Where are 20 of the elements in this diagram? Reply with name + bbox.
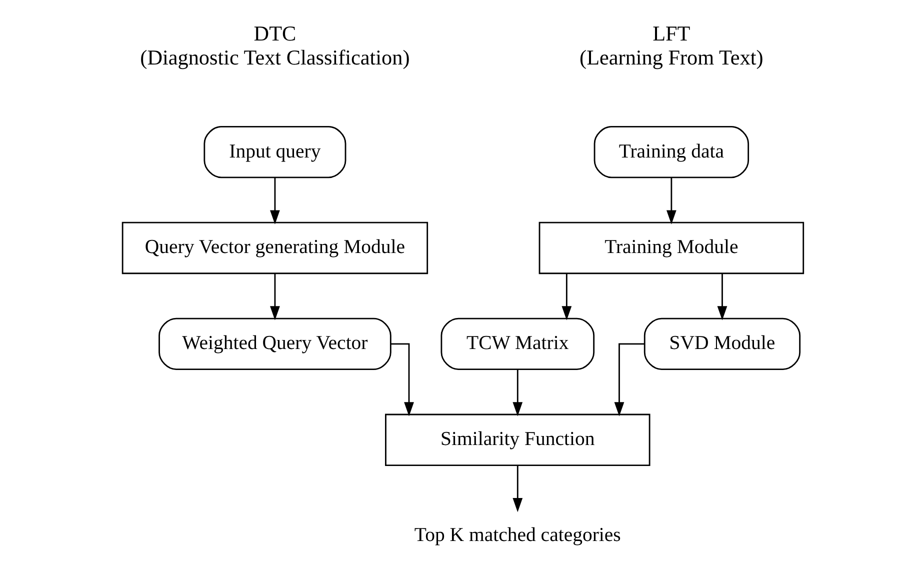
node-box: Training data <box>594 126 750 178</box>
node-box: TCW Matrix <box>440 318 595 370</box>
node-box: Weighted Query Vector <box>158 318 392 370</box>
arrow <box>270 178 280 224</box>
arrow <box>270 274 280 320</box>
label: DTC (Diagnostic Text Classification) <box>140 22 410 70</box>
node-box: Training Module <box>538 222 804 274</box>
node-box: Similarity Function <box>385 414 650 466</box>
arrow <box>717 274 728 320</box>
arrow <box>512 370 523 416</box>
arrow <box>666 178 676 224</box>
label: LFT (Learning From Text) <box>580 22 764 70</box>
node-box: SVD Module <box>644 318 801 370</box>
node-box: Input query <box>204 126 346 178</box>
arrow <box>614 343 644 416</box>
arrow <box>512 466 523 512</box>
arrow <box>562 274 572 320</box>
node-box: Query Vector generating Module <box>122 222 428 274</box>
node-text: Top K matched categories <box>414 524 621 546</box>
arrow <box>390 343 414 416</box>
